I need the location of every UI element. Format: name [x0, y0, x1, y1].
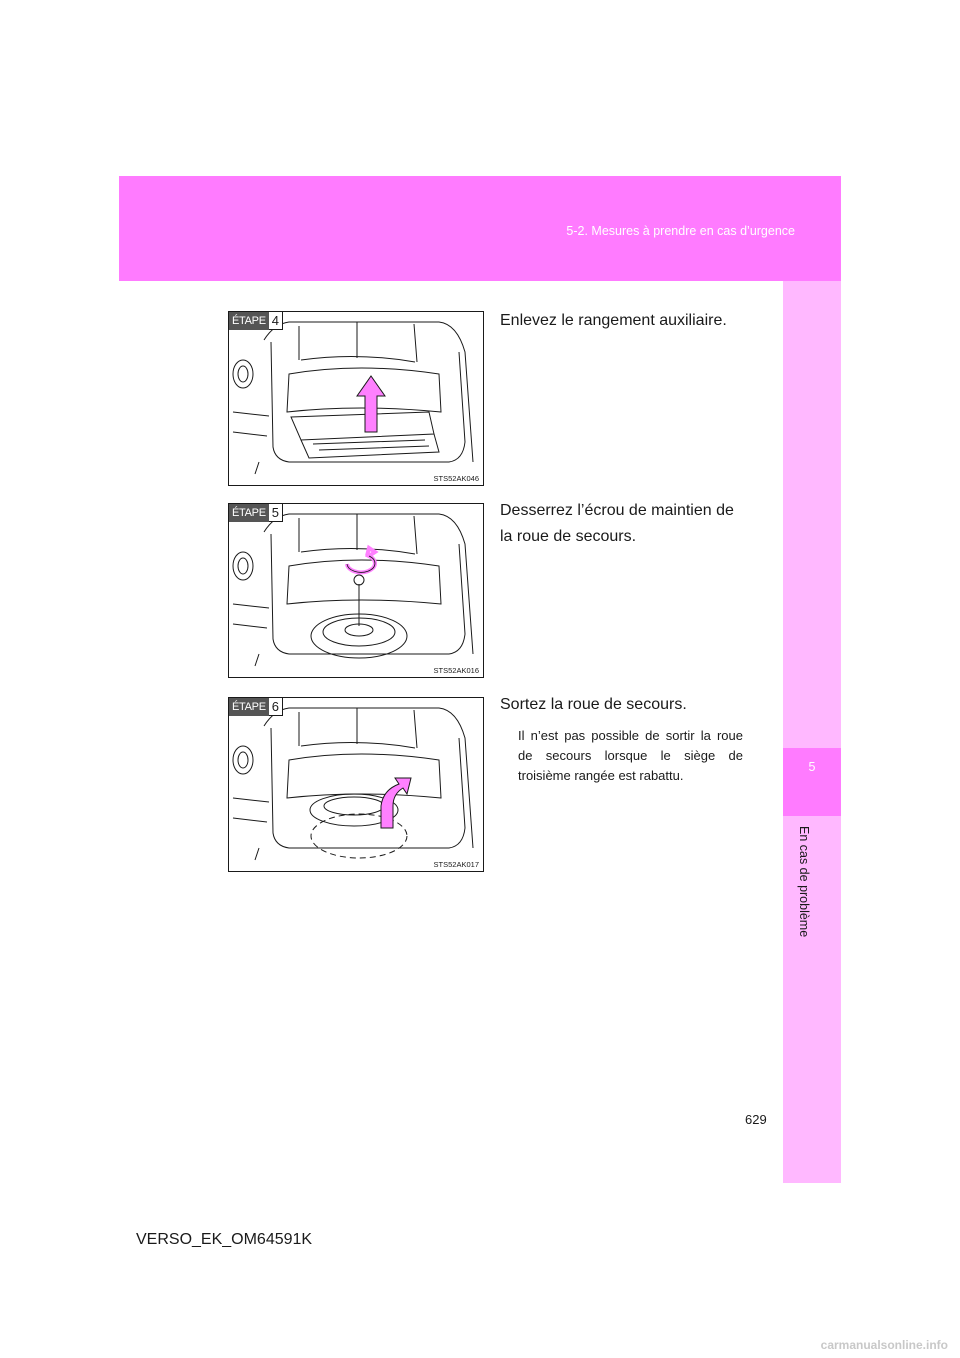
trunk-illustration: [232, 513, 474, 667]
step-4-figure: ÉTAPE 4 STS52AK046: [228, 311, 484, 486]
chapter-number-tab: [783, 748, 841, 816]
figure-code: STS52AK046: [433, 474, 479, 483]
figure-code: STS52AK016: [433, 666, 479, 675]
step-badge: ÉTAPE 6: [229, 698, 283, 716]
step-6-note: Il n’est pas possible de sortir la roue …: [518, 728, 743, 783]
lift-arrow: [356, 375, 386, 433]
step-badge: ÉTAPE 4: [229, 312, 283, 330]
step-label: ÉTAPE: [229, 504, 269, 522]
step-number: 6: [268, 698, 283, 716]
watermark: carmanualsonline.info: [820, 1338, 948, 1352]
trunk-illustration: [232, 707, 474, 861]
step-label: ÉTAPE: [229, 312, 269, 330]
page-number: 629: [745, 1112, 767, 1127]
step-5-text: Desserrez l’écrou de maintien de la roue…: [500, 502, 734, 545]
step-number: 5: [268, 504, 283, 522]
document-code: VERSO_EK_OM64591K: [136, 1231, 313, 1248]
step-label: ÉTAPE: [229, 698, 269, 716]
step-badge: ÉTAPE 5: [229, 504, 283, 522]
header-band: 5-2. Mesures à prendre en cas d’urgence: [119, 176, 841, 281]
section-title: 5-2. Mesures à prendre en cas d’urgence: [566, 224, 795, 238]
trunk-illustration: [232, 321, 474, 475]
chapter-number: 5: [808, 760, 816, 774]
step-5-figure: ÉTAPE 5 STS52AK016: [228, 503, 484, 678]
step-6-text: Sortez la roue de secours.: [500, 696, 687, 713]
pull-arrow: [380, 777, 412, 829]
step-6-figure: ÉTAPE 6 STS52AK017: [228, 697, 484, 872]
figure-code: STS52AK017: [433, 860, 479, 869]
chapter-side-tab: [783, 281, 841, 1183]
chapter-title: En cas de problème: [797, 826, 811, 938]
step-number: 4: [268, 312, 283, 330]
step-4-text: Enlevez le rangement auxiliaire.: [500, 312, 727, 329]
